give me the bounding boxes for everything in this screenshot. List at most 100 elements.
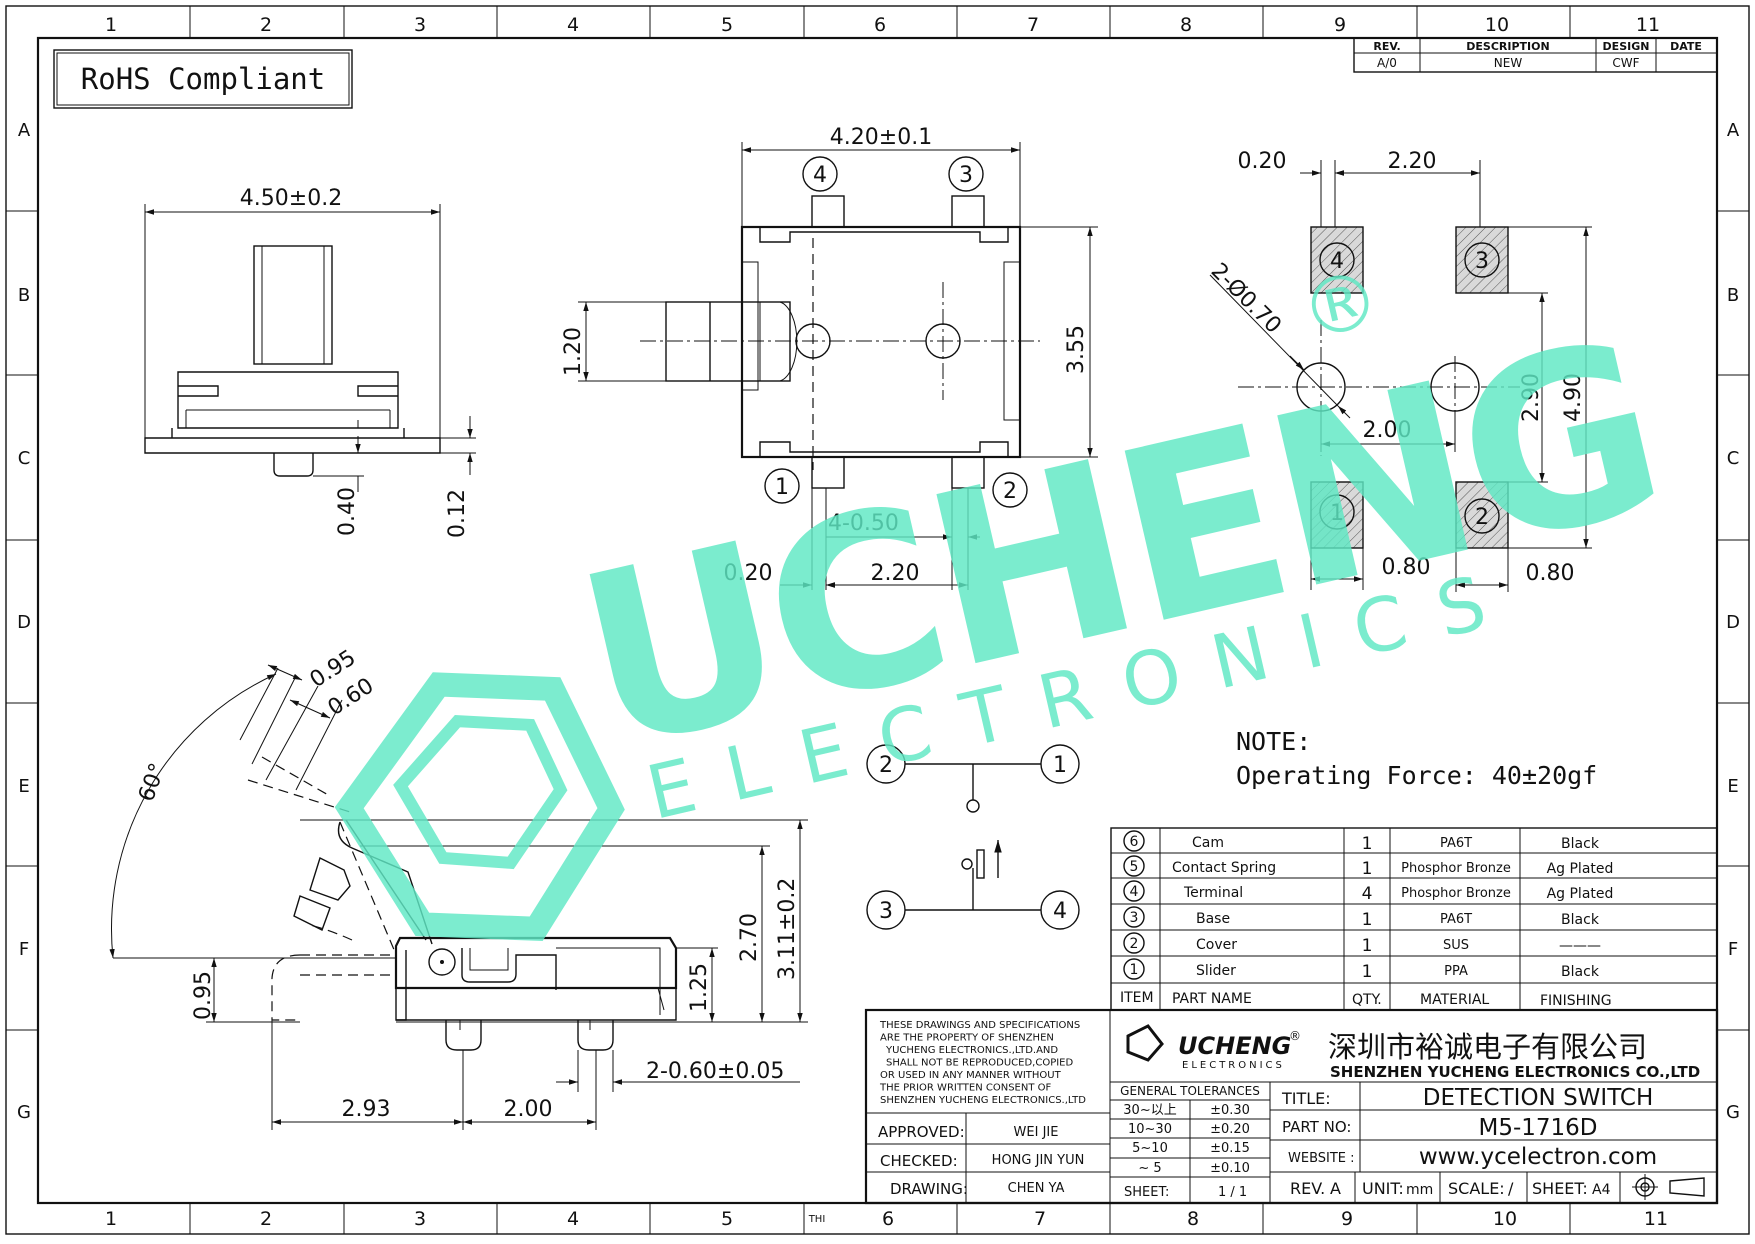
bom-header-item: ITEM — [1120, 990, 1154, 1006]
bom-material: SUS — [1443, 938, 1469, 953]
bom-item-circle — [1123, 855, 1145, 877]
top-view: 4.20±0.1 3.55 1.20 4 3 1 2 4-0.50 0.20 — [561, 125, 1098, 590]
col-label: 5 — [721, 14, 733, 36]
tolerance-value: ±0.30 — [1210, 1103, 1250, 1118]
row-label: A — [18, 120, 31, 141]
logo-sub: ELECTRONICS — [1182, 1060, 1285, 1071]
bom-material: Phosphor Bronze — [1401, 886, 1511, 901]
side-view: 4.50±0.2 0.40 0.12 — [144, 186, 476, 538]
bom-part-name: Slider — [1196, 963, 1236, 979]
bom-material: Phosphor Bronze — [1401, 861, 1511, 876]
dim-pad-020: 0.20 — [1238, 149, 1287, 174]
disclaimer-line: SHENZHEN YUCHENG ELECTRONICS.,LTD — [880, 1095, 1086, 1106]
pin-2-label: 2 — [1003, 479, 1017, 504]
tolerance-range: 5~10 — [1132, 1141, 1168, 1156]
disclaimer-line: ARE THE PROPERTY OF SHENZHEN — [880, 1033, 1054, 1044]
description-value: NEW — [1494, 56, 1523, 70]
rohs-box: RoHS Compliant — [53, 49, 353, 109]
tolerance-range: 10~30 — [1128, 1122, 1172, 1137]
sheet-value: 1 / 1 — [1218, 1185, 1247, 1200]
dim-top-width: 4.20±0.1 — [830, 125, 932, 150]
dim-pad-290: 2.90 — [1519, 373, 1544, 422]
disclaimer-line: YUCHENG ELECTRONICS.,LTD.AND — [885, 1045, 1058, 1056]
note-title: NOTE: — [1236, 727, 1311, 756]
dim-front-311: 3.11±0.2 — [775, 878, 800, 980]
bom-item-number: 1 — [1130, 962, 1139, 978]
rev-value: A/0 — [1377, 56, 1397, 70]
watermark-registered: ® — [1293, 253, 1389, 358]
col-label: 9 — [1334, 14, 1346, 36]
dim-pad-490: 4.90 — [1561, 373, 1586, 422]
dim-front-270: 2.70 — [737, 913, 762, 962]
bom-finishing: Black — [1561, 912, 1600, 928]
bom-header-name: PART NAME — [1172, 991, 1252, 1007]
row-label: B — [1727, 285, 1739, 306]
schematic-pin-3: 3 — [879, 899, 893, 924]
unit-value: mm — [1406, 1182, 1433, 1198]
dim-front-293: 2.93 — [342, 1097, 391, 1122]
size-label: SHEET: — [1532, 1179, 1588, 1198]
dim-side-040: 0.40 — [335, 487, 360, 536]
dim-side-012: 0.12 — [445, 489, 470, 538]
bom-qty: 1 — [1362, 834, 1373, 854]
schematic-pin-2: 2 — [879, 753, 893, 778]
projection-symbol-icon — [1632, 1174, 1705, 1200]
bom-header-row: ITEM PART NAME QTY. MATERIAL FINISHING — [1120, 990, 1612, 1009]
bom-item-number: 5 — [1130, 859, 1139, 875]
bom-item-number: 3 — [1130, 910, 1139, 926]
rev-header: REV. — [1373, 40, 1400, 53]
logo-registered: ® — [1289, 1029, 1301, 1043]
watermark: UCHENG ELECTRONICS ® — [334, 253, 1681, 942]
bom-part-name: Contact Spring — [1172, 860, 1276, 876]
part-value: M5-1716D — [1478, 1115, 1597, 1141]
dim-front-pegs: 2-0.60±0.05 — [646, 1059, 784, 1084]
col-label: 7 — [1034, 1208, 1046, 1230]
bom-qty: 4 — [1362, 884, 1373, 904]
bom-finishing: Black — [1561, 836, 1600, 852]
bom-item-number: 2 — [1130, 936, 1139, 952]
row-label: D — [1726, 612, 1740, 633]
approved-label: APPROVED: — [878, 1123, 965, 1141]
col-label: 3 — [414, 14, 426, 36]
bom-header-qty: QTY. — [1352, 992, 1382, 1008]
col-label: 4 — [567, 14, 579, 36]
rev-value-tb: A — [1330, 1179, 1341, 1198]
tolerance-value: ±0.20 — [1210, 1122, 1250, 1137]
bom-part-name: Terminal — [1183, 885, 1243, 901]
pad-label: 1 — [1330, 501, 1344, 526]
bom-finishing: Ag Plated — [1547, 886, 1614, 902]
row-label: E — [18, 776, 29, 797]
disclaimer-line: THE PRIOR WRITTEN CONSENT OF — [879, 1083, 1051, 1094]
checked-value: HONG JIN YUN — [992, 1153, 1085, 1168]
column-labels-top: 1 2 3 4 5 6 7 8 9 10 11 — [105, 14, 1660, 36]
title-label: TITLE: — [1281, 1089, 1331, 1108]
dim-top-actuator: 1.20 — [561, 327, 586, 376]
pin-3-label: 3 — [959, 163, 973, 188]
bom-item-number: 4 — [1130, 884, 1139, 900]
approved-value: WEI JIE — [1014, 1125, 1059, 1140]
row-label: B — [18, 285, 30, 306]
dim-top-slot: 4-0.50 — [828, 511, 899, 536]
schematic: 2 1 3 4 — [866, 744, 1080, 930]
column-labels-bottom: 1 2 3 4 5 6 7 8 9 10 11 THI — [105, 1208, 1668, 1230]
row-label: A — [1727, 120, 1740, 141]
revision-table: REV. DESCRIPTION DESIGN DATE A/0 NEW CWF — [1353, 37, 1718, 73]
bom-qty: 1 — [1362, 910, 1373, 930]
col-label: 6 — [882, 1208, 894, 1230]
tolerance-range: ~ 5 — [1138, 1161, 1161, 1176]
dim-pad-hole: 2-Ø0.70 — [1206, 259, 1286, 339]
row-label: F — [19, 939, 29, 960]
bom-item-circle — [1123, 958, 1145, 980]
disclaimer-line: OR USED IN ANY MANNER WITHOUT — [880, 1070, 1062, 1081]
col-label: 1 — [105, 14, 117, 36]
col-label: 2 — [260, 14, 272, 36]
company-name-en: SHENZHEN YUCHENG ELECTRONICS CO.,LTD — [1330, 1063, 1700, 1081]
col-label: 10 — [1493, 1208, 1517, 1230]
col-label: 1 — [105, 1208, 117, 1230]
row-label: C — [1727, 448, 1740, 469]
drawing-value: CHEN YA — [1008, 1181, 1065, 1196]
row-label: E — [1727, 776, 1738, 797]
